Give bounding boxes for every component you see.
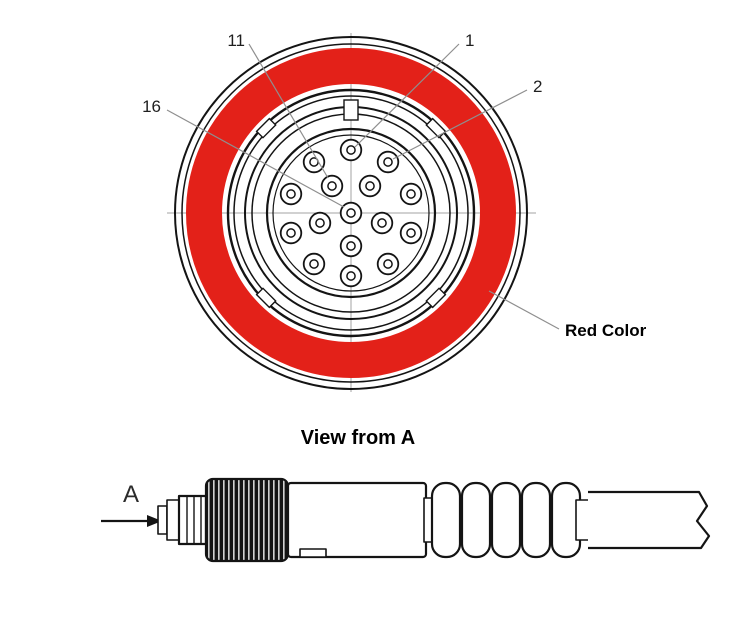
bellows-rib-1 bbox=[430, 481, 462, 559]
pin-5-socket bbox=[383, 259, 393, 269]
view-caption: View from A bbox=[301, 427, 415, 449]
direction-letter-a: A bbox=[123, 481, 139, 508]
direction-arrow bbox=[101, 515, 162, 527]
callout-pin16: 16 bbox=[142, 97, 161, 116]
face-view: 11 1 2 16 Red Color bbox=[142, 31, 647, 392]
callout-leaders bbox=[166, 43, 560, 330]
callout-pin1: 1 bbox=[465, 31, 474, 50]
leader-pin1 bbox=[354, 43, 460, 148]
pin-4-socket bbox=[406, 228, 416, 238]
tip-body bbox=[177, 494, 208, 546]
pin-15-socket bbox=[315, 218, 325, 228]
insulator-inner bbox=[272, 134, 430, 292]
pin-8-socket bbox=[286, 228, 296, 238]
mating-tip bbox=[157, 494, 208, 546]
barrel-body bbox=[286, 481, 428, 559]
leader-pin16 bbox=[166, 109, 345, 208]
callout-red-color: Red Color bbox=[565, 321, 647, 340]
bellows-rib-3 bbox=[490, 481, 522, 559]
bayonet-tab bbox=[425, 117, 447, 139]
pin-ring-outer bbox=[279, 138, 423, 288]
bellows-rib-2 bbox=[460, 481, 492, 559]
leader-pin11 bbox=[248, 43, 329, 179]
bayonet-tab bbox=[255, 117, 277, 139]
knurled-coupling-nut bbox=[204, 477, 290, 563]
pin-13-socket bbox=[377, 218, 387, 228]
red-color-band bbox=[186, 48, 516, 378]
bellows-rib-4 bbox=[520, 481, 552, 559]
bayonet-tabs bbox=[255, 117, 447, 309]
pin-16-socket bbox=[346, 208, 356, 218]
pin-6-socket bbox=[346, 271, 356, 281]
outer-shell-circle bbox=[174, 36, 528, 390]
insulator-outer bbox=[265, 127, 437, 299]
coupling-ring-outer bbox=[226, 88, 476, 338]
leader-pin2 bbox=[392, 89, 528, 160]
callout-pin2: 2 bbox=[533, 77, 542, 96]
side-view: A bbox=[101, 477, 711, 563]
pin-9-socket bbox=[286, 189, 296, 199]
pin-center bbox=[339, 201, 363, 225]
outer-shell-inner-circle bbox=[181, 43, 521, 383]
pin-14-socket bbox=[346, 241, 356, 251]
pin-ring-inner bbox=[308, 174, 394, 258]
connector-barrel bbox=[286, 481, 428, 559]
barrel-slot bbox=[299, 548, 327, 558]
pin-12-socket bbox=[365, 181, 375, 191]
leader-red-color bbox=[488, 290, 560, 330]
pin-3-socket bbox=[406, 189, 416, 199]
arrowhead bbox=[147, 515, 162, 527]
strain-relief-bellows bbox=[423, 481, 593, 559]
bayonet-tab bbox=[255, 287, 277, 309]
cable bbox=[588, 490, 711, 550]
coupling-ring-inner bbox=[233, 95, 469, 331]
keyway-notch bbox=[343, 99, 359, 121]
pin-7-socket bbox=[309, 259, 319, 269]
pin-11-socket bbox=[327, 181, 337, 191]
bayonet-tab bbox=[425, 287, 447, 309]
callout-pin11: 11 bbox=[227, 31, 245, 50]
pin-2-socket bbox=[383, 157, 393, 167]
tip-end-step bbox=[157, 505, 168, 535]
tip-mid-step bbox=[166, 499, 180, 541]
pin-1-socket bbox=[346, 145, 356, 155]
